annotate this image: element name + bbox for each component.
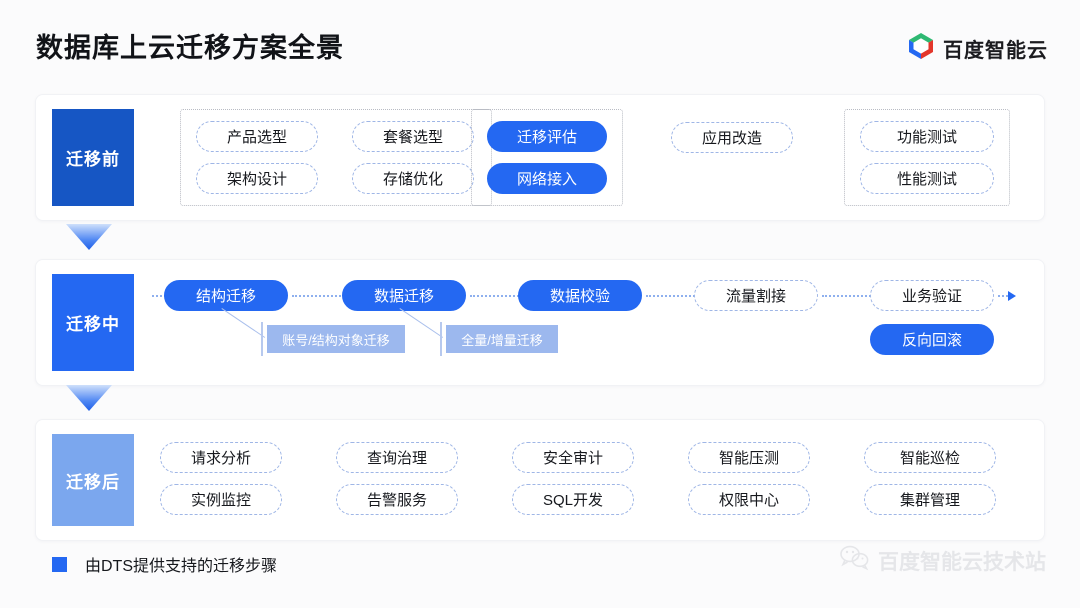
pill-instance-monitoring[interactable]: 实例监控: [160, 484, 282, 515]
legend: 由DTS提供支持的迁移步骤: [52, 552, 277, 576]
group-testing: [844, 109, 1010, 206]
watermark: 百度智能云技术站: [840, 545, 1046, 576]
connector-dots-1: [292, 295, 352, 297]
pill-data-verification[interactable]: 数据校验: [518, 280, 642, 311]
pill-cluster-management[interactable]: 集群管理: [864, 484, 996, 515]
connector-dots-2: [470, 295, 530, 297]
connector-dots-5: [998, 295, 1008, 297]
stage-card-during: 迁移中 结构迁移 数据迁移 数据校验 流量割接 业务验证 反向回滚 账号/结构对…: [36, 260, 1044, 385]
baidu-cloud-hexagon-logo: [908, 32, 934, 65]
pill-business-validation[interactable]: 业务验证: [870, 280, 994, 311]
callout-full-incremental: 全量/增量迁移: [446, 325, 558, 353]
pill-function-test[interactable]: 功能测试: [860, 121, 994, 152]
callout-account-schema-objects: 账号/结构对象迁移: [267, 325, 405, 353]
connector-dots-3: [646, 295, 698, 297]
group-planning: [180, 109, 492, 206]
stage-label-after: 迁移后: [52, 434, 134, 526]
callout-leader-2: [399, 308, 444, 338]
callout-leader-1: [221, 308, 266, 338]
connector-dots-4: [822, 295, 874, 297]
pill-permission-center[interactable]: 权限中心: [688, 484, 810, 515]
flow-end-arrow-icon: [1008, 291, 1016, 301]
page-title: 数据库上云迁移方案全景: [36, 33, 344, 63]
brand-name: 百度智能云: [943, 40, 1048, 62]
legend-swatch-icon: [52, 556, 67, 572]
pill-query-governance[interactable]: 查询治理: [336, 442, 458, 473]
legend-label: 由DTS提供支持的迁移步骤: [85, 558, 278, 575]
pill-package-selection[interactable]: 套餐选型: [352, 121, 474, 152]
pill-schema-migration[interactable]: 结构迁移: [164, 280, 288, 311]
pill-performance-test[interactable]: 性能测试: [860, 163, 994, 194]
pill-architecture-design[interactable]: 架构设计: [196, 163, 318, 194]
pill-data-migration[interactable]: 数据迁移: [342, 280, 466, 311]
stage-label-during: 迁移中: [52, 274, 134, 371]
stage-card-after: 迁移后 请求分析 实例监控 查询治理 告警服务 安全审计 SQL开发 智能压测 …: [36, 420, 1044, 540]
pill-product-selection[interactable]: 产品选型: [196, 121, 318, 152]
pill-security-audit[interactable]: 安全审计: [512, 442, 634, 473]
step-arrow-before-to-during: [66, 224, 112, 250]
pill-application-refactor[interactable]: 应用改造: [671, 122, 793, 153]
stage-label-before: 迁移前: [52, 109, 134, 206]
callout-bar-2: [440, 322, 442, 356]
pill-network-access[interactable]: 网络接入: [487, 163, 607, 194]
pill-reverse-rollback[interactable]: 反向回滚: [870, 324, 994, 355]
callout-bar-1: [261, 322, 263, 356]
pill-traffic-cutover[interactable]: 流量割接: [694, 280, 818, 311]
pill-intelligent-stress-test[interactable]: 智能压测: [688, 442, 810, 473]
stage-card-before: 迁移前 产品选型 架构设计 套餐选型 存储优化 迁移评估 网络接入 应用改造 功…: [36, 95, 1044, 220]
pill-migration-assessment[interactable]: 迁移评估: [487, 121, 607, 152]
pill-sql-development[interactable]: SQL开发: [512, 484, 634, 515]
wechat-icon: [840, 545, 870, 576]
page-header: 数据库上云迁移方案全景 百度智能云: [0, 0, 1080, 88]
watermark-label: 百度智能云技术站: [878, 550, 1046, 574]
step-arrow-during-to-after: [66, 385, 112, 411]
pill-intelligent-inspection[interactable]: 智能巡检: [864, 442, 996, 473]
group-dts-supported: [471, 109, 623, 206]
brand-lockup: 百度智能云: [908, 32, 1048, 65]
pill-storage-optimization[interactable]: 存储优化: [352, 163, 474, 194]
pill-alert-service[interactable]: 告警服务: [336, 484, 458, 515]
pill-request-analysis[interactable]: 请求分析: [160, 442, 282, 473]
